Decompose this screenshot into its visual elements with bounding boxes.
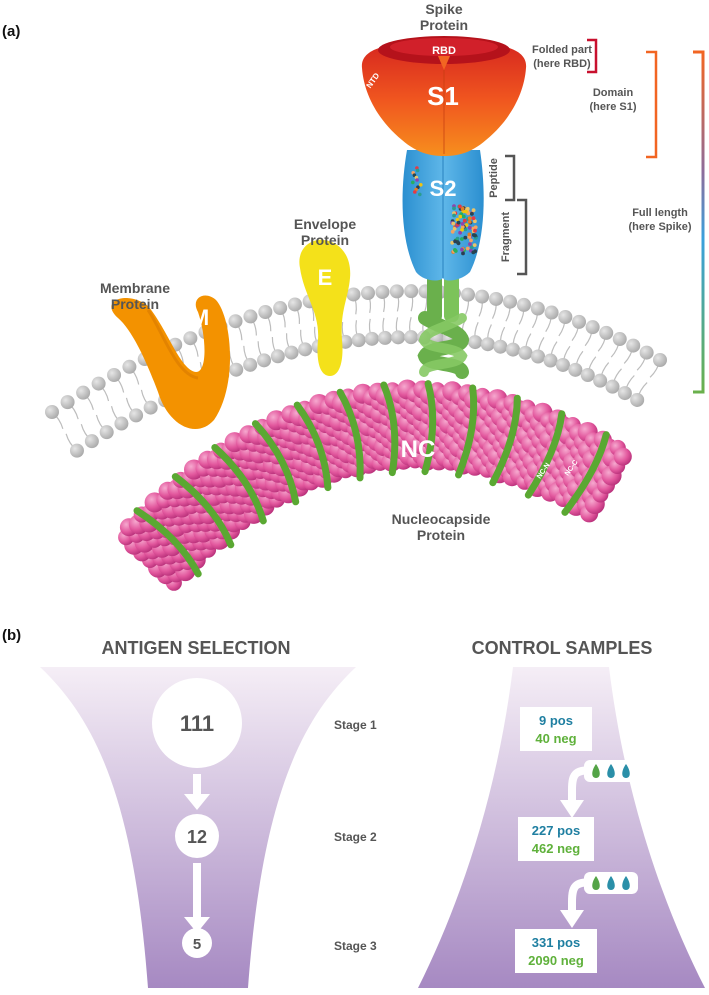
panel-b-label: (b): [2, 627, 21, 644]
stage1-antigen-count: 111: [180, 711, 214, 736]
stage3-label: Stage 3: [334, 939, 377, 953]
stage3-sample-box: [515, 929, 597, 973]
s1-label: S1: [427, 81, 459, 111]
stage2-antigen-circle: [175, 814, 219, 858]
stage3-pos: 331 pos: [532, 935, 580, 950]
full-length-line1: Full length: [632, 207, 688, 219]
spike-title-line1: Spike: [425, 1, 463, 17]
sample-drops-1: [592, 764, 630, 778]
spike-protein: [361, 36, 527, 379]
spike-title-line2: Protein: [420, 17, 468, 33]
folded-part-line2: (here RBD): [533, 58, 591, 70]
folded-part-line1: Folded part: [532, 44, 592, 56]
nucleocapsid-protein: [118, 379, 632, 591]
panel-a-label: (a): [2, 23, 20, 40]
peptide-bracket: [505, 154, 516, 202]
membrane-title-line2: Protein: [111, 296, 159, 312]
fragment-label: Fragment: [500, 212, 512, 262]
stage2-neg: 462 neg: [532, 841, 580, 856]
antigen-arrow-2: [184, 863, 210, 933]
nc-label: NC: [401, 436, 436, 463]
envelope-title-line2: Protein: [301, 232, 349, 248]
spike-stalk: [417, 272, 470, 379]
peptide-label: Peptide: [488, 158, 500, 198]
sample-drops-2: [592, 876, 630, 890]
folded-part-bracket: [587, 38, 598, 74]
nucleocapsid-title-line2: Protein: [417, 527, 465, 543]
stage1-antigen-circle: [152, 678, 242, 768]
stage3-antigen-circle: [182, 928, 212, 958]
fragment-bracket: [517, 198, 528, 276]
full-length-bracket: [693, 50, 705, 394]
stage2-sample-box: [518, 817, 594, 861]
envelope-protein: [299, 239, 351, 376]
antigen-selection-title: ANTIGEN SELECTION: [101, 638, 290, 658]
envelope-title-line1: Envelope: [294, 216, 356, 232]
stage1-neg: 40 neg: [535, 731, 576, 746]
antigen-arrow-1: [184, 774, 210, 810]
rbd-label: RBD: [432, 45, 456, 57]
s1-domain: [361, 36, 527, 156]
stage3-neg: 2090 neg: [528, 953, 584, 968]
stage2-antigen-count: 12: [187, 827, 207, 847]
membrane-letter: M: [191, 305, 209, 330]
membrane-protein: [111, 295, 231, 430]
stage1-sample-box: [520, 707, 592, 751]
peptide-fragments: [411, 166, 478, 256]
full-length-line2: (here Spike): [629, 221, 692, 233]
domain-bracket: [646, 50, 658, 159]
domain-line2: (here S1): [589, 101, 636, 113]
s2-label: S2: [430, 176, 457, 201]
membrane-title-line1: Membrane: [100, 280, 170, 296]
stage1-pos: 9 pos: [539, 713, 573, 728]
control-samples-title: CONTROL SAMPLES: [472, 638, 653, 658]
stage2-pos: 227 pos: [532, 823, 580, 838]
stage2-label: Stage 2: [334, 830, 377, 844]
stage1-label: Stage 1: [334, 718, 377, 732]
stage3-antigen-count: 5: [193, 936, 201, 953]
domain-line1: Domain: [593, 87, 634, 99]
nucleocapsid-title-line1: Nucleocapside: [392, 511, 491, 527]
envelope-letter: E: [318, 265, 333, 290]
